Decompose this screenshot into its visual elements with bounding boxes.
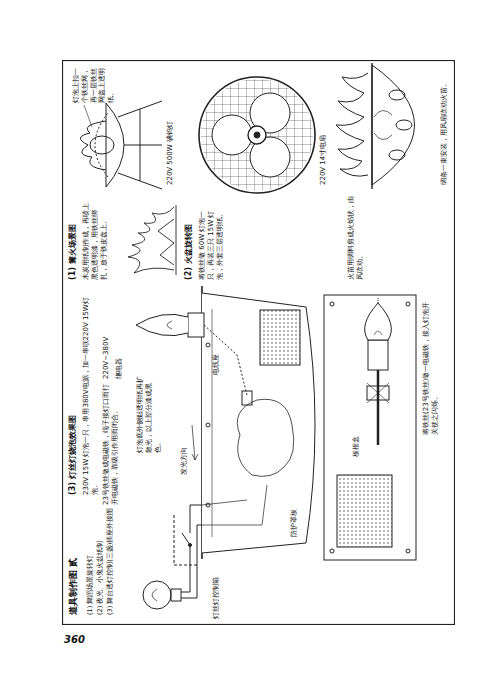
note-label: 继电器 — [115, 339, 124, 379]
note-label: 灯丝灯控制箱 — [212, 557, 221, 619]
page-number: 360 — [64, 634, 85, 647]
section-title: (2) 火盆旋转图 — [184, 185, 194, 280]
note-label: 220V~380V — [102, 319, 111, 379]
note-label: 防护罩板 — [290, 482, 299, 537]
section-title: (1) 篝火场景图 — [68, 185, 78, 280]
note-label: 绸条一束安装，用风扇吹动火苗。 — [440, 61, 449, 185]
note-label: 23号铁丝做成电磁铁，端子接灯口而打开电磁铁，靠吸引作用而闭合。 — [102, 383, 120, 505]
note-label: 板框盒 — [352, 412, 361, 457]
note-label: 发光方向 — [180, 430, 189, 475]
note-label: 火苗用绸料剪成火焰状，由风吹动。 — [347, 192, 365, 280]
illustration — [62, 60, 455, 625]
note-label: 220V 500W 碘钨灯 — [166, 70, 175, 185]
page-title: 道具制作图 贰 — [68, 505, 79, 615]
note-label: 木炭用纸制作成，再喷上黑色透明漆，用铁丝绑扎，放于铁皮盘上。 — [82, 198, 108, 280]
note-label: (2) 夜光、小鬼火盆纸制 — [96, 505, 104, 615]
note-label: 将铁丝做 60W 灯泡一只，再装三只 15W 灯泡，外套三层透明纸。 — [198, 198, 224, 280]
note-label: (3) 舞台透灯控制(三盏)插座外接图 — [106, 505, 114, 615]
note-label: 230V 15W 灯泡一只，串用380V电源，加一串联220V 15W灯泡。 — [82, 290, 100, 495]
section-title: (3) 灯丝灯烧泡效果图 — [68, 335, 78, 495]
note-label: (1) 舞蹈场景旋转灯 — [86, 505, 94, 615]
note-label: 电线座 — [212, 335, 221, 375]
note-label: 220V 14寸电扇 — [319, 90, 328, 185]
rotated-page: 道具制作图 贰 (1) 篝火场景图木炭用纸制作成，再喷上黑色透明漆，用铁丝绑扎，放… — [62, 60, 455, 625]
note-label: 灯泡底外侧贴透明纸再扩散光，以上部分漆成黑色。 — [136, 375, 162, 453]
note-label: 灯泡上扣一个铁丝网，再一层铁丝网盖上透明纸。 — [72, 63, 116, 103]
note-label: 将铁丝(23号铁丝)做一电磁铁，接入灯泡开关使之闪烁。 — [422, 297, 440, 435]
